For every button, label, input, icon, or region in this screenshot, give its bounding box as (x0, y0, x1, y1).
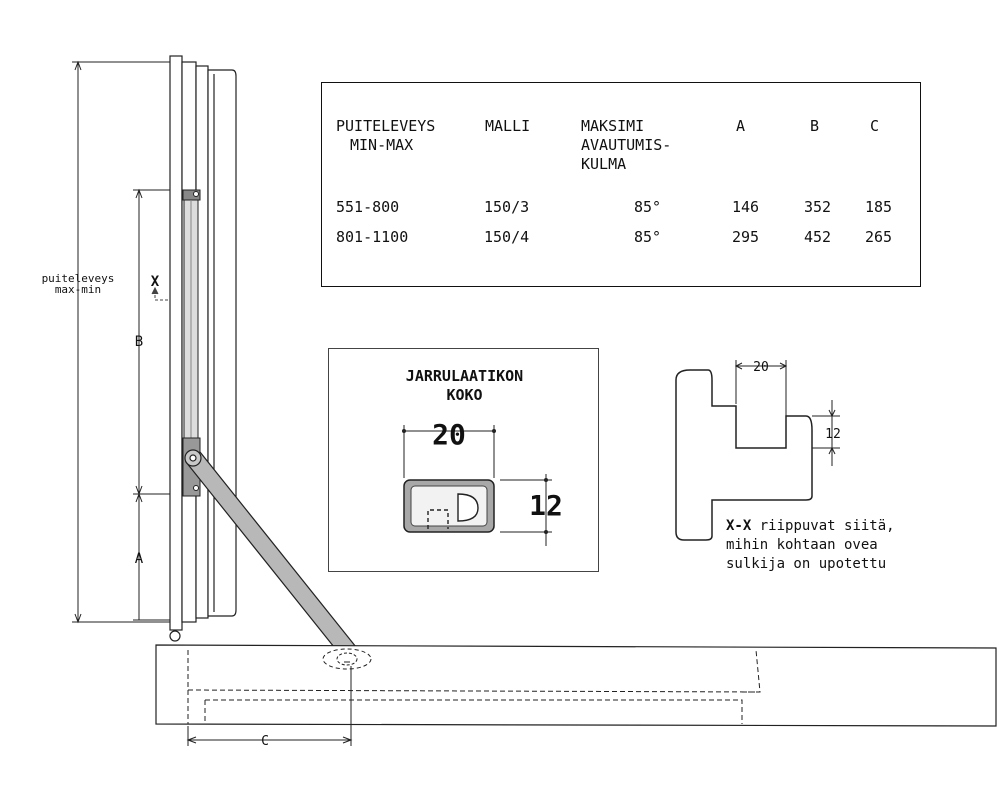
row2-a: 295 (732, 228, 760, 246)
header-b: B (810, 117, 820, 135)
brake-box-height: 12 (529, 489, 563, 522)
header-c: C (870, 117, 880, 135)
row1-c: 185 (865, 198, 893, 216)
dim-c-label: C (261, 734, 269, 749)
overall-dimension (72, 60, 172, 624)
overall-width-label-1: puiteleveys (42, 272, 115, 285)
row2-width: 801-1100 (336, 228, 409, 246)
header-angle-1: MAKSIMI (581, 117, 645, 135)
cross-section-profile (675, 369, 813, 541)
pivot-point (169, 630, 181, 642)
section-width-label: 20 (753, 360, 769, 375)
section-height-label: 12 (825, 427, 841, 442)
threshold-section (155, 644, 997, 727)
brake-box-width: 20 (432, 418, 466, 451)
section-note-line3: sulkija on upotettu (726, 556, 887, 572)
section-note-lead: X-X (726, 518, 752, 534)
brake-box-title-1: JARRULAATIKON (405, 367, 524, 385)
brake-box-drawing (402, 425, 552, 546)
spec-table: PUITELEVEYS MIN-MAX MALLI MAKSIMI AVAUTU… (321, 82, 921, 287)
row1-width: 551-800 (336, 198, 400, 216)
brake-box-panel: JARRULAATIKON KOKO (328, 348, 599, 572)
header-width-1: PUITELEVEYS (336, 117, 436, 135)
row2-c: 265 (865, 228, 893, 246)
header-angle-3: KULMA (581, 155, 627, 173)
row1-angle: 85° (634, 198, 662, 216)
header-model: MALLI (485, 117, 531, 135)
section-mark-left: X (151, 274, 160, 290)
row2-b: 452 (804, 228, 832, 246)
overall-width-label-2: max-min (55, 283, 101, 296)
row1-model: 150/3 (484, 198, 530, 216)
brake-box-title-2: KOKO (446, 386, 483, 404)
door-frame (169, 55, 237, 631)
closer-arm (184, 449, 361, 663)
header-width-2: MIN-MAX (350, 136, 414, 154)
section-note: X-X riippuvat siitä, mihin kohtaan ovea … (726, 517, 895, 574)
section-note-line1: riippuvat siitä, (751, 518, 895, 534)
dim-a-label: A (135, 551, 144, 567)
header-angle-2: AVAUTUMIS- (581, 136, 672, 154)
header-a: A (736, 117, 746, 135)
row2-angle: 85° (634, 228, 662, 246)
row1-b: 352 (804, 198, 832, 216)
row2-model: 150/4 (484, 228, 530, 246)
dim-b-label: B (135, 334, 143, 350)
section-note-line2: mihin kohtaan ovea (726, 537, 878, 553)
row1-a: 146 (732, 198, 760, 216)
cross-section-dims (734, 360, 840, 466)
dim-c-line (186, 666, 353, 746)
